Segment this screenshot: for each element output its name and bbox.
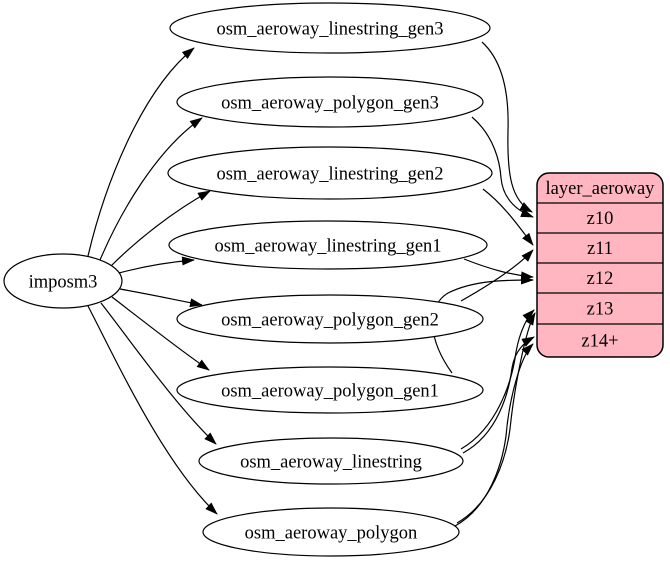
layer-row-z14: z14+ — [581, 332, 618, 352]
table-node-osm-aeroway-linestring-gen1: osm_aeroway_linestring_gen1 — [168, 220, 488, 270]
table-node-label: osm_aeroway_polygon_gen1 — [221, 382, 439, 402]
edge-imposm3-to-osm-aeroway-polygon — [87, 305, 218, 515]
layer-node-title: layer_aeroway — [546, 179, 656, 199]
edge-group — [87, 41, 536, 527]
table-node-osm-aeroway-polygon-gen3: osm_aeroway_polygon_gen3 — [176, 76, 484, 128]
table-node-label: osm_aeroway_polygon_gen3 — [221, 94, 439, 114]
layer-row-z10: z10 — [587, 209, 614, 229]
table-node-label: osm_aeroway_linestring_gen1 — [214, 237, 441, 257]
edge-imposm3-to-osm-aeroway-linestring-gen2 — [110, 190, 211, 267]
table-node-osm-aeroway-polygon-gen1: osm_aeroway_polygon_gen1 — [176, 366, 484, 414]
node-group: imposm3 osm_aeroway_linestring_gen3 osm_… — [3, 2, 664, 557]
layer-node: layer_aeroway z10 z11 z12 z13 z14+ — [536, 172, 664, 358]
table-node-shape — [176, 294, 484, 344]
edge-imposm3-to-osm-aeroway-linestring-gen3 — [87, 47, 195, 257]
table-node-shape — [176, 76, 484, 128]
layer-node-shape — [536, 172, 664, 358]
table-node-label: osm_aeroway_polygon_gen2 — [221, 311, 439, 331]
layer-row-z11: z11 — [587, 239, 613, 259]
edge-imposm3-to-osm-aeroway-polygon-gen3 — [99, 117, 203, 261]
table-node-label: osm_aeroway_polygon — [245, 524, 418, 544]
layer-row-z13: z13 — [587, 300, 614, 320]
edge-osm-aeroway-polygon-gen2-to-z11 — [460, 249, 534, 302]
table-node-osm-aeroway-polygon-gen2: osm_aeroway_polygon_gen2 — [176, 294, 484, 344]
edge-osm-aeroway-linestring-gen1-to-z12 — [463, 258, 534, 281]
edge-osm-aeroway-polygon-gen3-to-z10 — [471, 116, 534, 218]
table-node-shape — [168, 220, 488, 270]
source-node-label: imposm3 — [29, 273, 98, 293]
edge-imposm3-to-osm-aeroway-polygon-gen1 — [111, 296, 210, 371]
table-node-label: osm_aeroway_linestring_gen3 — [216, 20, 443, 40]
edge-imposm3-to-osm-aeroway-polygon-gen2 — [119, 288, 203, 308]
edge-imposm3-to-osm-aeroway-linestring — [100, 302, 217, 445]
table-node-label: osm_aeroway_linestring_gen2 — [216, 165, 443, 185]
source-node-shape — [3, 253, 123, 309]
table-node-shape — [167, 146, 493, 200]
table-node-osm-aeroway-linestring: osm_aeroway_linestring — [198, 437, 464, 485]
table-node-shape — [202, 507, 460, 557]
table-node-shape — [169, 2, 491, 54]
edge-osm-aeroway-polygon-to-z14 — [454, 343, 534, 527]
table-node-shape — [198, 437, 464, 485]
source-node-imposm3: imposm3 — [3, 253, 123, 309]
table-node-shape — [176, 366, 484, 414]
edge-imposm3-to-osm-aeroway-linestring-gen1 — [118, 256, 195, 274]
layer-row-z12: z12 — [587, 269, 614, 289]
table-node-label: osm_aeroway_linestring — [240, 453, 422, 473]
table-node-osm-aeroway-linestring-gen3: osm_aeroway_linestring_gen3 — [169, 2, 491, 54]
table-node-osm-aeroway-linestring-gen2: osm_aeroway_linestring_gen2 — [167, 146, 493, 200]
edge-osm-aeroway-linestring-gen3-to-z10 — [481, 41, 533, 213]
edge-osm-aeroway-linestring-to-z13 — [460, 309, 535, 450]
edge-osm-aeroway-polygon-gen1-to-z12 — [432, 275, 534, 374]
edge-osm-aeroway-linestring-gen2-to-z11 — [482, 188, 534, 246]
table-node-osm-aeroway-polygon: osm_aeroway_polygon — [202, 507, 460, 557]
